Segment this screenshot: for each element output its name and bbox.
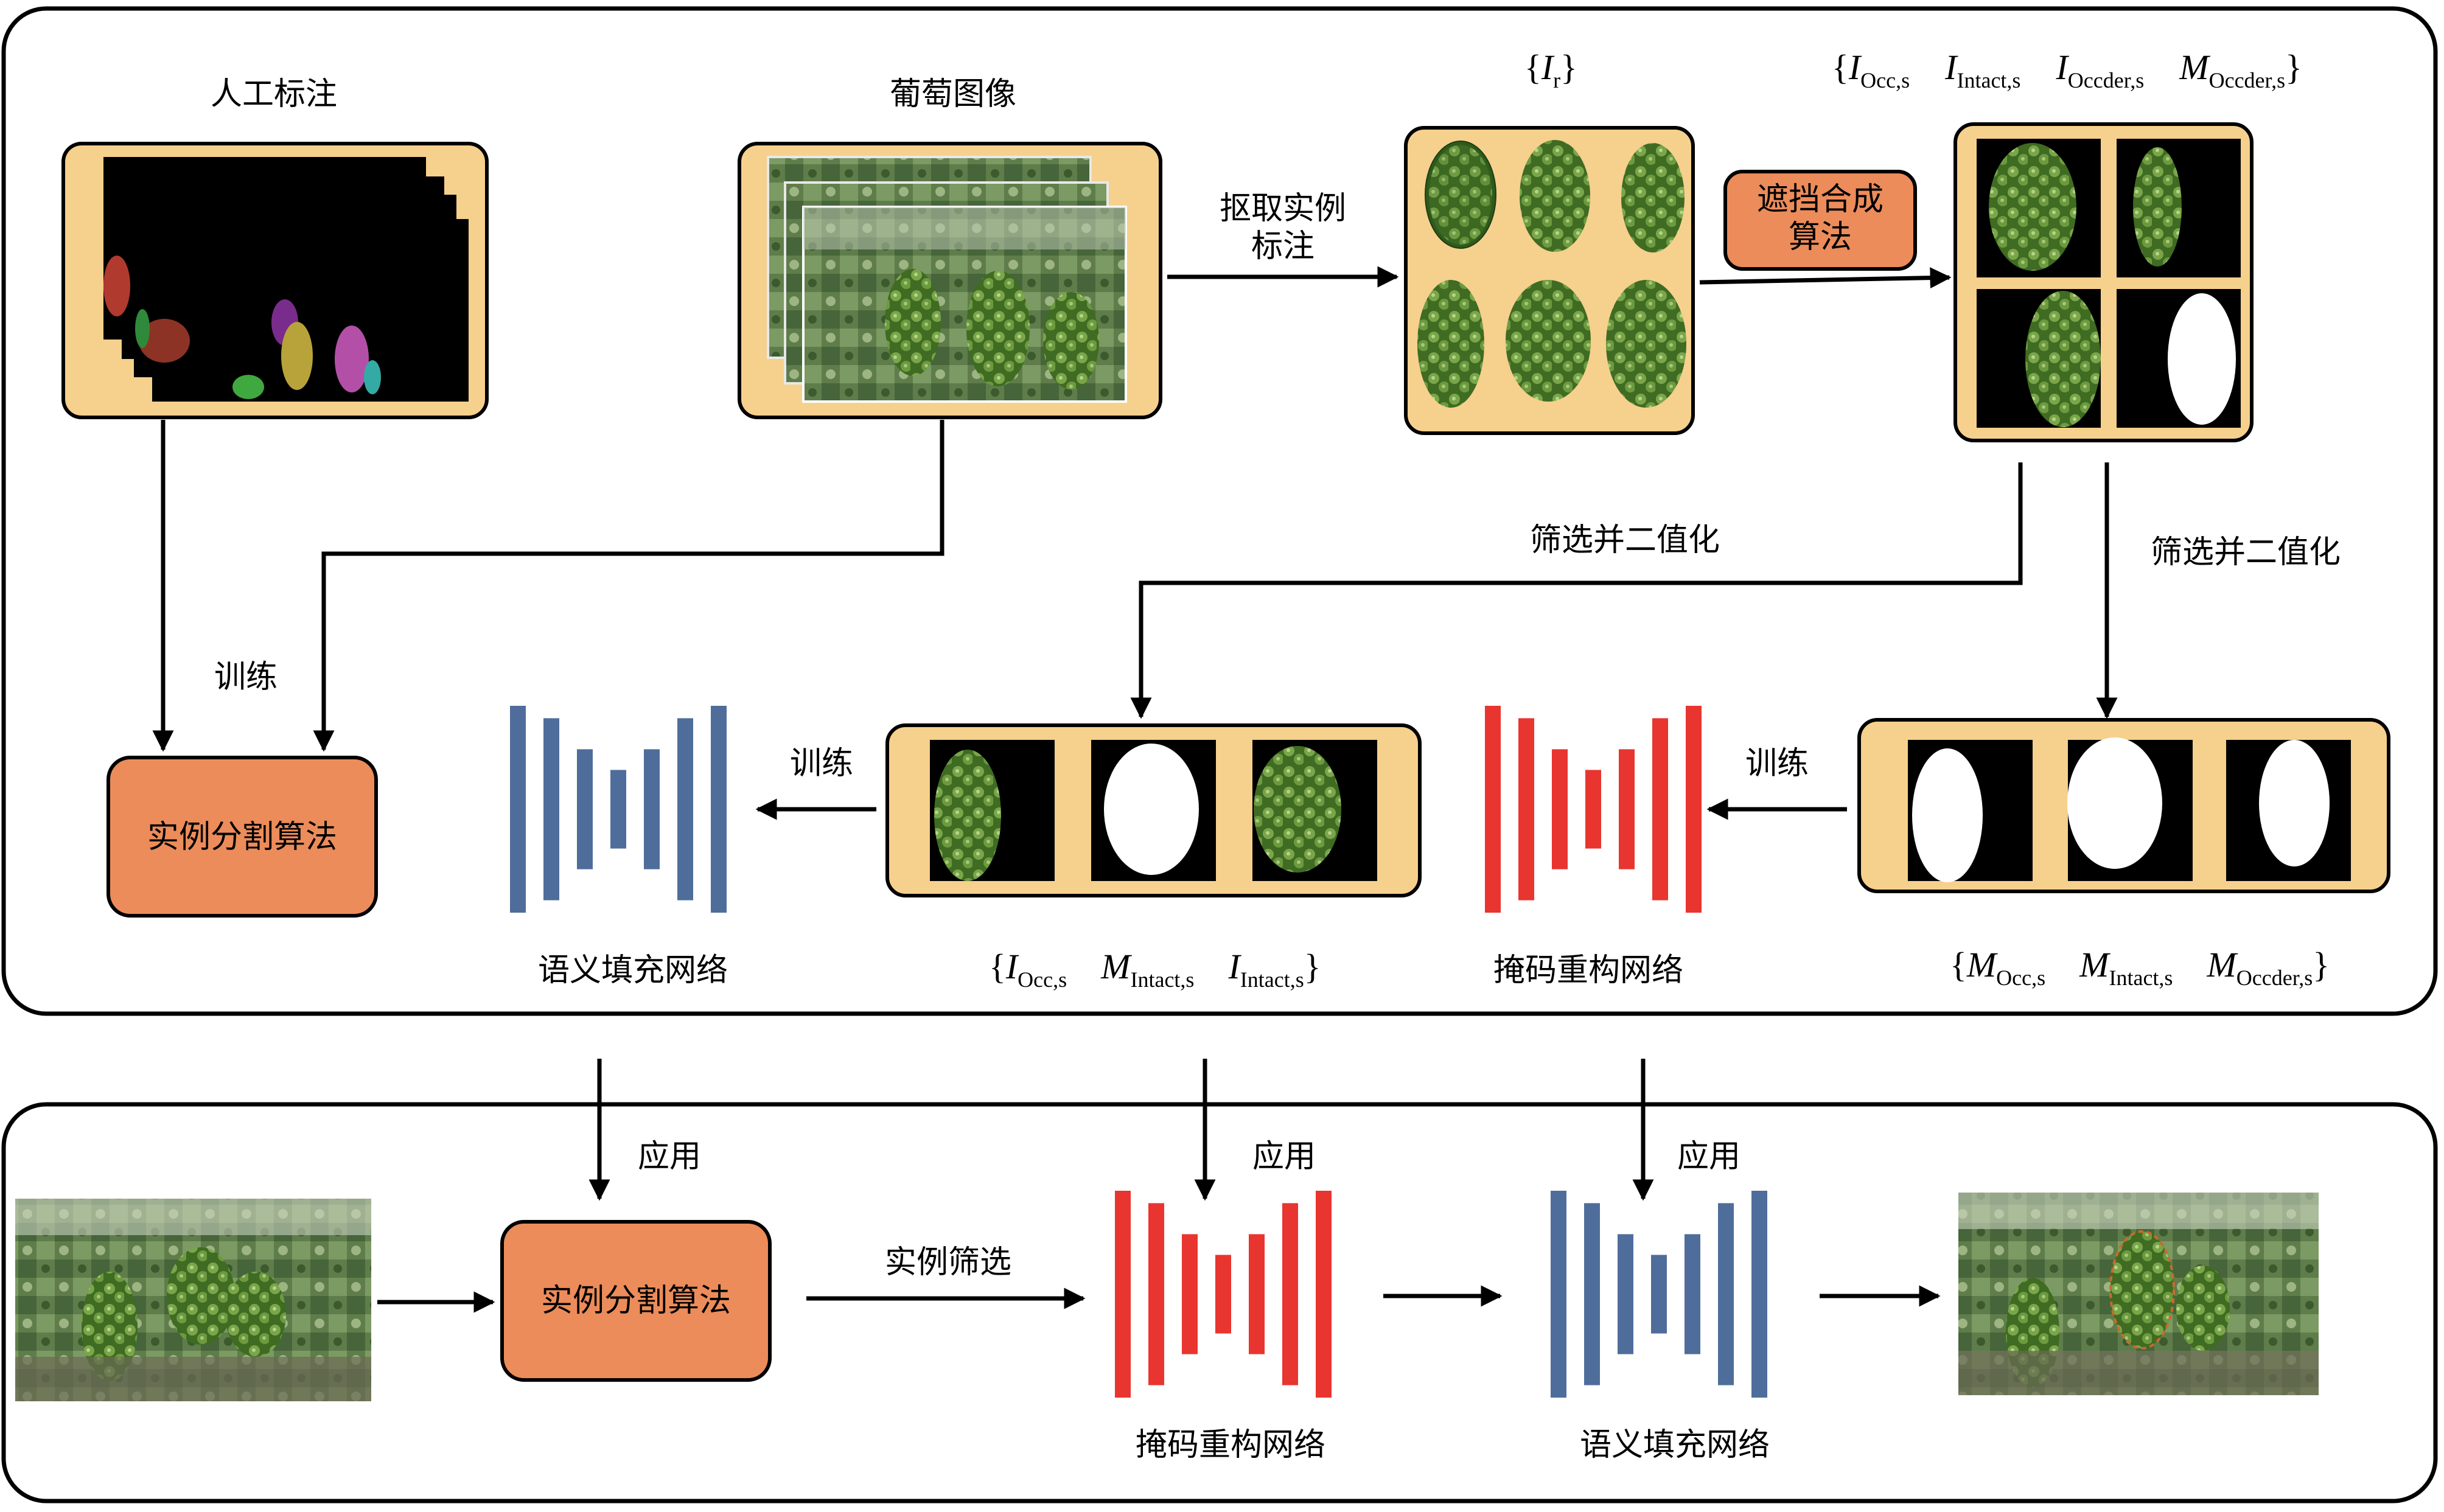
network-bar [1685,1234,1700,1354]
mask-recon-network-bottom [1115,1191,1332,1398]
apply-label-fill: 应用 [1677,1138,1740,1175]
network-bar [1215,1255,1231,1334]
extract-annotation-label: 抠取实例标注 [1220,190,1346,265]
network-bar [711,706,727,913]
mask-recon-label-bottom: 掩码重构网络 [1136,1427,1325,1463]
instance-segmentation-box-bottom: 实例分割算法 [500,1220,772,1382]
network-bar [1148,1203,1164,1385]
instance-segmentation-label-bottom: 实例分割算法 [541,1283,731,1319]
set-formula-text: {Ir} [1524,47,1577,92]
network-bar [644,749,660,869]
grape-image-panel [738,142,1162,419]
semantic-fill-label-bottom: 语义填充网络 [1580,1427,1770,1463]
network-bar [1585,770,1601,849]
instance-segmentation-label-top: 实例分割算法 [147,819,337,855]
network-bar [1282,1203,1298,1385]
network-bar [1652,718,1668,901]
filter-binarize-label-left: 筛选并二值化 [1530,522,1720,559]
instance-filter-label: 实例筛选 [885,1244,1011,1281]
input-scene-image [15,1199,371,1401]
semantic-fill-network-bottom [1551,1191,1767,1398]
network-bar [1619,749,1635,869]
synthesis-arrow [1699,267,1952,289]
network-bar [510,706,526,913]
synthesized-samples-panel [1953,122,2254,442]
train-label-fill: 训练 [790,745,853,782]
mask-recon-network-top [1485,706,1702,913]
network-bar [610,770,626,849]
occlusion-synthesis-box: 遮挡合成算法 [1723,170,1917,271]
network-bar [1316,1191,1332,1398]
network-bar [1115,1191,1131,1398]
network-bar [577,749,593,869]
network-bar [1618,1234,1633,1354]
network-bar [1182,1234,1198,1354]
apply-label-mask: 应用 [1252,1138,1316,1175]
output-scene-image [1958,1193,2319,1395]
training-stage-frame [1,6,2438,1016]
image-to-seg-arrow [313,420,944,752]
instance-segmentation-box-top: 实例分割算法 [106,756,378,918]
grape-image-label: 葡萄图像 [890,76,1016,113]
occlusion-synthesis-label: 遮挡合成算法 [1757,181,1884,256]
train-label-left: 训练 [214,659,278,695]
filter-binarize-arrow-left [1130,462,2023,719]
network-bar [1584,1203,1600,1385]
semantic-fill-label-top: 语义填充网络 [538,952,728,989]
manual-annotation-label: 人工标注 [211,76,337,113]
network-bar [1751,1191,1767,1398]
train-label-mask: 训练 [1745,745,1809,782]
fill-training-panel [885,723,1422,897]
network-bar [1686,706,1702,913]
apply-label-seg: 应用 [638,1138,701,1175]
instance-set-formula: {Ir} [1524,47,1577,92]
mask-recon-label-top: 掩码重构网络 [1493,952,1683,989]
network-bar [677,718,693,901]
inference-stage-frame [1,1102,2438,1503]
semantic-fill-network-top [510,706,727,913]
network-bar [543,718,559,901]
network-bar [1518,718,1534,901]
filter-binarize-label-right: 筛选并二值化 [2151,534,2341,571]
mask-training-panel [1857,718,2390,893]
instance-crops-panel [1404,126,1695,435]
network-bar [1551,1191,1566,1398]
network-bar [1249,1234,1265,1354]
network-bar [1552,749,1568,869]
network-bar [1485,706,1501,913]
network-bar [1718,1203,1734,1385]
network-bar [1651,1255,1667,1334]
manual-annotation-panel [61,142,489,419]
